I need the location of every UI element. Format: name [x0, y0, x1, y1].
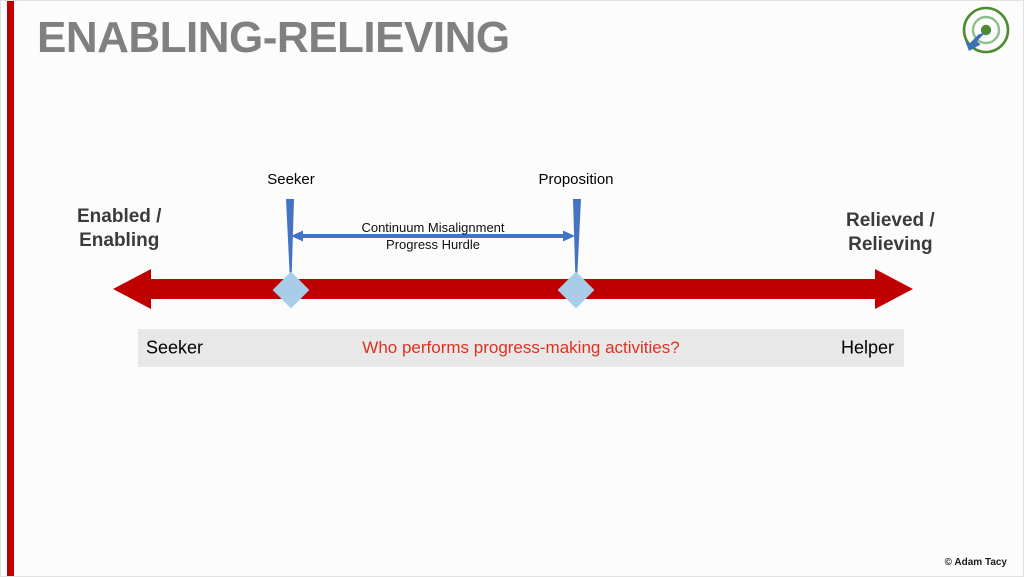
page-title: ENABLING-RELIEVING	[37, 13, 510, 62]
proposition-marker-label: Proposition	[538, 171, 614, 188]
continuum-right-label-line1: Relieved /	[846, 210, 935, 231]
continuum-right-label-line2: Relieving	[848, 233, 933, 255]
question-bar-right-label: Helper	[840, 337, 894, 358]
left-accent-bar	[7, 1, 14, 576]
question-bar: Seeker Who performs progress-making acti…	[138, 329, 904, 367]
proposition-marker-wedge	[570, 199, 582, 281]
copyright-notice: © Adam Tacy	[944, 557, 1007, 568]
misalignment-label-below: Progress Hurdle	[386, 237, 480, 252]
continuum-left-label-line1: Enabled /	[77, 206, 162, 227]
misalignment-measure-arrow	[291, 229, 575, 243]
seeker-marker-wedge	[285, 199, 297, 281]
misalignment-label-above: Continuum Misalignment	[361, 220, 505, 235]
seeker-marker-label: Seeker	[267, 171, 315, 188]
question-bar-left-label: Seeker	[146, 337, 204, 358]
continuum-right-label: Relieved / Relieving	[846, 209, 935, 257]
continuum-left-label-line2: Enabling	[79, 229, 160, 251]
question-bar-question: Who performs progress-making activities?	[362, 338, 680, 357]
bullseye-target-icon	[957, 4, 1013, 60]
continuum-left-label: Enabled / Enabling	[77, 205, 161, 253]
continuum-double-arrow	[113, 267, 913, 311]
